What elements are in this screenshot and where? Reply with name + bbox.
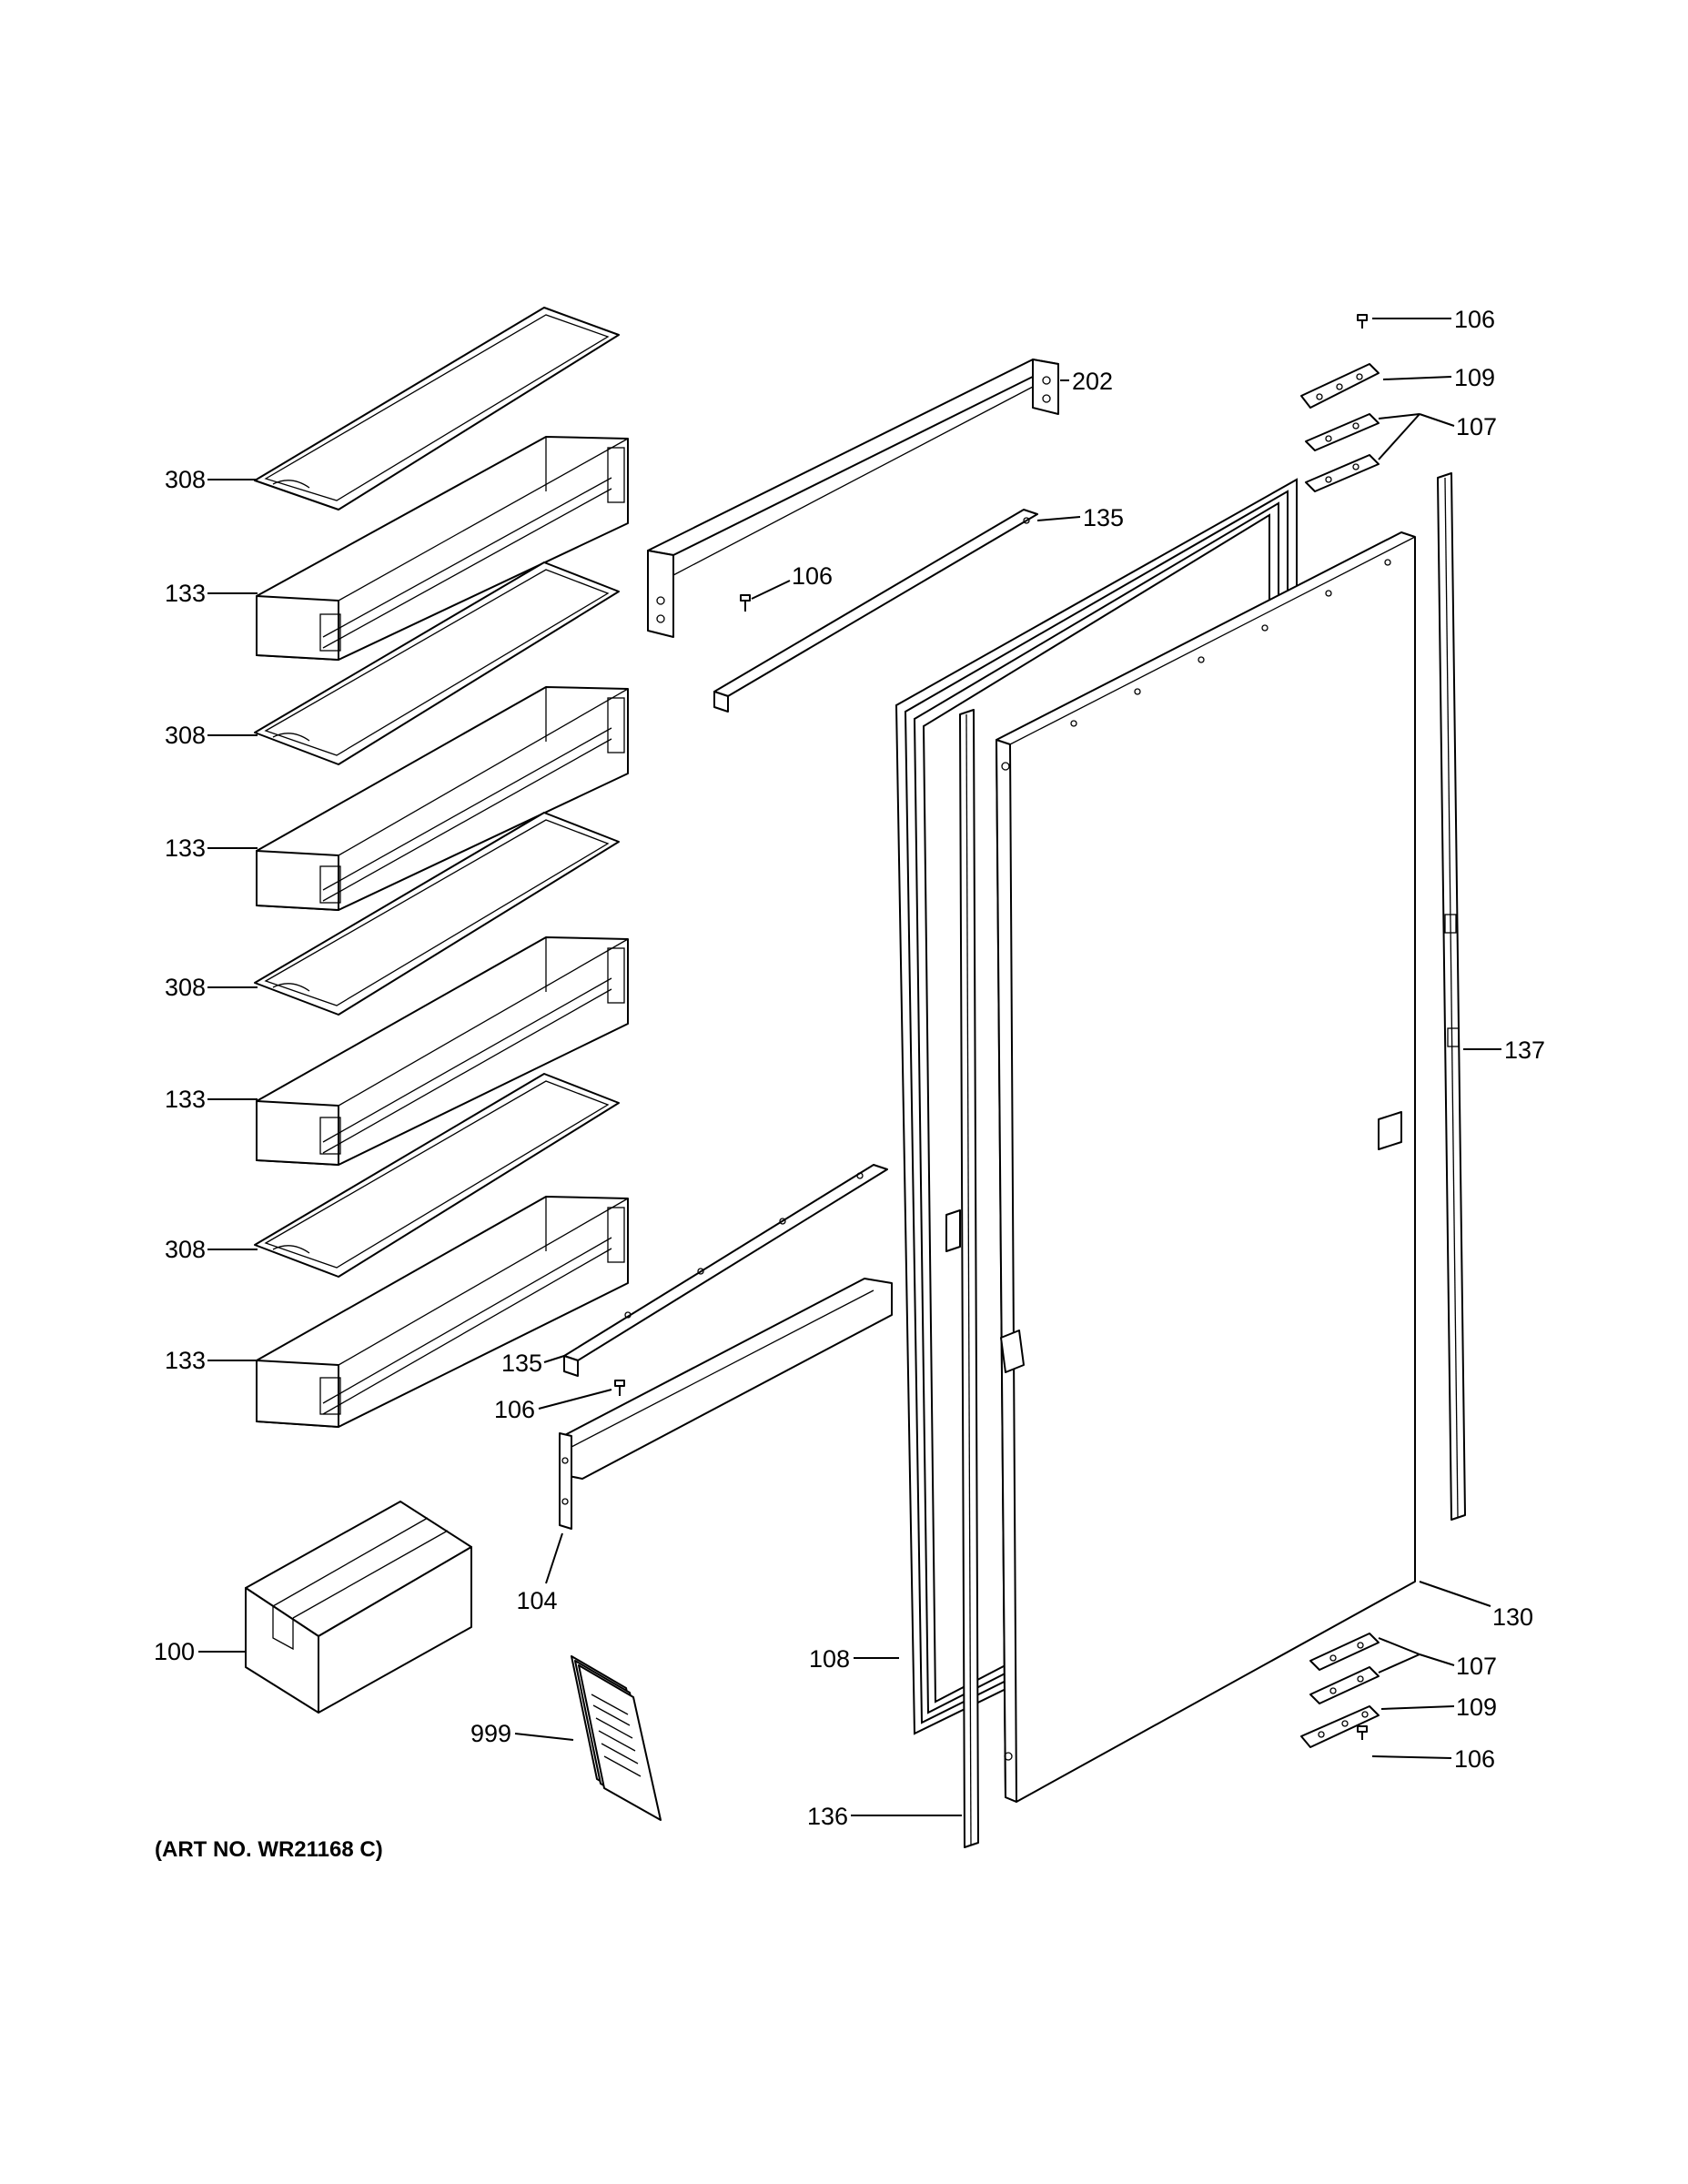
top-shim-2[interactable] <box>1305 454 1380 492</box>
callout-135-low: 135 <box>501 1350 542 1377</box>
callout-107-top: 107 <box>1456 413 1497 440</box>
bottom-screw[interactable] <box>1357 1725 1368 1740</box>
top-hinge[interactable] <box>1300 363 1380 409</box>
bin-glass-cover-3[interactable] <box>254 812 620 1016</box>
callout-136: 136 <box>807 1803 848 1830</box>
top-screw[interactable] <box>1357 314 1368 329</box>
door-bin-1[interactable] <box>256 436 629 661</box>
door-panel[interactable] <box>996 531 1416 1803</box>
side-trim[interactable] <box>1437 472 1466 1521</box>
leader-lines <box>198 318 1501 1816</box>
callout-308-2: 308 <box>165 722 206 749</box>
bottom-hinge[interactable] <box>1300 1705 1380 1748</box>
screw-mid[interactable] <box>740 594 751 612</box>
top-bracket[interactable] <box>647 359 1059 638</box>
callout-133-4: 133 <box>165 1347 206 1374</box>
callout-133-1: 133 <box>165 580 206 607</box>
callout-109-bot: 109 <box>1456 1694 1497 1721</box>
parts-box[interactable] <box>245 1501 472 1714</box>
callout-109-top: 109 <box>1454 364 1495 391</box>
callout-202: 202 <box>1072 368 1113 395</box>
callout-107-bot: 107 <box>1456 1653 1497 1680</box>
lower-rail[interactable] <box>563 1164 888 1377</box>
callout-108: 108 <box>809 1645 850 1673</box>
door-bin-3[interactable] <box>256 936 629 1166</box>
callout-106-top: 106 <box>1454 306 1495 333</box>
callout-106-mid: 106 <box>792 562 833 590</box>
door-bin-2[interactable] <box>256 686 629 911</box>
bin-glass-cover-1[interactable] <box>254 307 620 511</box>
callout-135-top: 135 <box>1083 504 1124 531</box>
callout-133-3: 133 <box>165 1086 206 1113</box>
callout-137: 137 <box>1504 1036 1545 1064</box>
screw-lower[interactable] <box>614 1380 625 1396</box>
callout-106-low: 106 <box>494 1396 535 1423</box>
bottom-bracket[interactable] <box>559 1278 893 1530</box>
callout-308-1: 308 <box>165 466 206 493</box>
callout-308-4: 308 <box>165 1236 206 1263</box>
owner-manual[interactable] <box>571 1655 662 1821</box>
door-bins <box>254 307 629 1428</box>
callout-130: 130 <box>1492 1603 1533 1631</box>
callout-100: 100 <box>154 1638 195 1665</box>
callout-104: 104 <box>516 1587 557 1614</box>
bottom-shim-1[interactable] <box>1309 1633 1380 1671</box>
art-number: (ART NO. WR21168 C) <box>155 1837 383 1862</box>
bottom-shim-2[interactable] <box>1309 1666 1380 1704</box>
callout-308-3: 308 <box>165 974 206 1001</box>
bin-glass-cover-2[interactable] <box>254 561 620 765</box>
top-shim-1[interactable] <box>1305 413 1380 451</box>
door-bin-4[interactable] <box>256 1196 629 1428</box>
handle-trim[interactable] <box>945 709 979 1848</box>
bin-glass-cover-4[interactable] <box>254 1073 620 1278</box>
callout-labels: 308 133 308 133 308 133 308 133 202 135 … <box>154 306 1545 1862</box>
callout-106-bot: 106 <box>1454 1745 1495 1773</box>
top-rail[interactable] <box>713 509 1038 713</box>
callout-999: 999 <box>470 1720 511 1747</box>
callout-133-2: 133 <box>165 834 206 862</box>
